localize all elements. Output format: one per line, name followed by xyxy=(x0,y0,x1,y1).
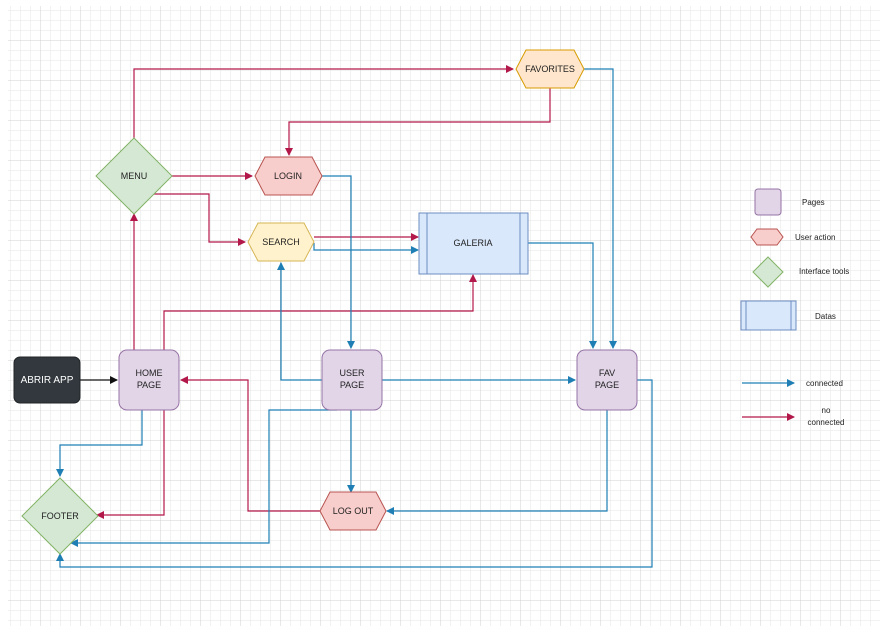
edge-search-to-galeria-blue xyxy=(313,243,419,254)
legend-datas: Datas xyxy=(740,300,836,331)
legend-pages-label: Pages xyxy=(802,198,825,207)
node-log-out-label: LOG OUT xyxy=(333,506,374,516)
node-log-out[interactable]: LOG OUT xyxy=(319,491,387,531)
node-home-page[interactable]: HOME PAGE xyxy=(118,349,180,411)
edge-userpage-to-footer xyxy=(70,409,337,547)
edge-userpage-to-search xyxy=(277,262,322,381)
legend-connected: connected xyxy=(742,379,843,388)
node-galeria-label: GALERIA xyxy=(453,238,492,248)
edge-favpage-to-logout xyxy=(386,410,608,515)
edge-home-to-footer-blue xyxy=(56,410,143,477)
legend-interface-tools: Interface tools xyxy=(752,256,849,288)
edge-login-to-userpage xyxy=(322,175,355,349)
edge-logout-to-home xyxy=(180,376,320,512)
edge-home-to-footer xyxy=(96,410,165,519)
node-footer-label: FOOTER xyxy=(41,511,79,521)
legend-datas-label: Datas xyxy=(815,312,836,321)
legend-datas-swatch xyxy=(740,300,797,331)
edge-menu-to-search xyxy=(152,193,246,246)
edge-menu-to-favorites xyxy=(133,65,514,138)
node-user-page-label-1: USER xyxy=(339,368,365,378)
node-abrir-app[interactable]: ABRIR APP xyxy=(13,356,81,404)
legend-pages: Pages xyxy=(754,188,825,216)
node-home-page-label-2: PAGE xyxy=(137,380,161,390)
node-home-page-label-1: HOME xyxy=(136,368,163,378)
edge-home-to-galeria xyxy=(163,274,477,350)
node-user-page-label-2: PAGE xyxy=(340,380,364,390)
legend-interface-tools-swatch xyxy=(752,256,784,288)
edge-favpage-to-footer xyxy=(56,379,653,568)
legend-user-action-label: User action xyxy=(795,233,835,242)
node-user-page[interactable]: USER PAGE xyxy=(321,349,383,411)
node-search[interactable]: SEARCH xyxy=(247,222,315,262)
legend: Pages User action Interface tools Datas … xyxy=(740,188,849,427)
node-footer[interactable]: FOOTER xyxy=(21,477,99,555)
node-login[interactable]: LOGIN xyxy=(254,156,323,196)
legend-user-action-swatch xyxy=(750,228,784,246)
node-abrir-app-label: ABRIR APP xyxy=(21,375,74,386)
legend-pages-swatch xyxy=(754,188,782,216)
node-favorites-label: FAVORITES xyxy=(525,64,575,74)
node-menu[interactable]: MENU xyxy=(95,137,173,215)
legend-no-connected-label-1: no xyxy=(822,406,831,415)
node-fav-page-label-2: PAGE xyxy=(595,380,619,390)
edge-favorites-to-login xyxy=(285,87,551,156)
node-login-label: LOGIN xyxy=(274,171,302,181)
node-search-label: SEARCH xyxy=(262,237,300,247)
legend-user-action: User action xyxy=(750,228,835,246)
edge-galeria-to-favpage xyxy=(528,242,597,349)
node-menu-label: MENU xyxy=(121,171,148,181)
legend-interface-tools-label: Interface tools xyxy=(799,267,849,276)
legend-no-connected: no connected xyxy=(742,406,844,427)
node-favorites[interactable]: FAVORITES xyxy=(515,49,585,89)
edge-favorites-to-favpage xyxy=(583,68,617,349)
node-fav-page[interactable]: FAV PAGE xyxy=(576,349,638,411)
legend-no-connected-label-2: connected xyxy=(808,418,845,427)
legend-connected-label: connected xyxy=(806,379,843,388)
node-fav-page-label-1: FAV xyxy=(599,368,615,378)
grid-background xyxy=(8,6,880,626)
node-galeria[interactable]: GALERIA xyxy=(418,212,529,275)
